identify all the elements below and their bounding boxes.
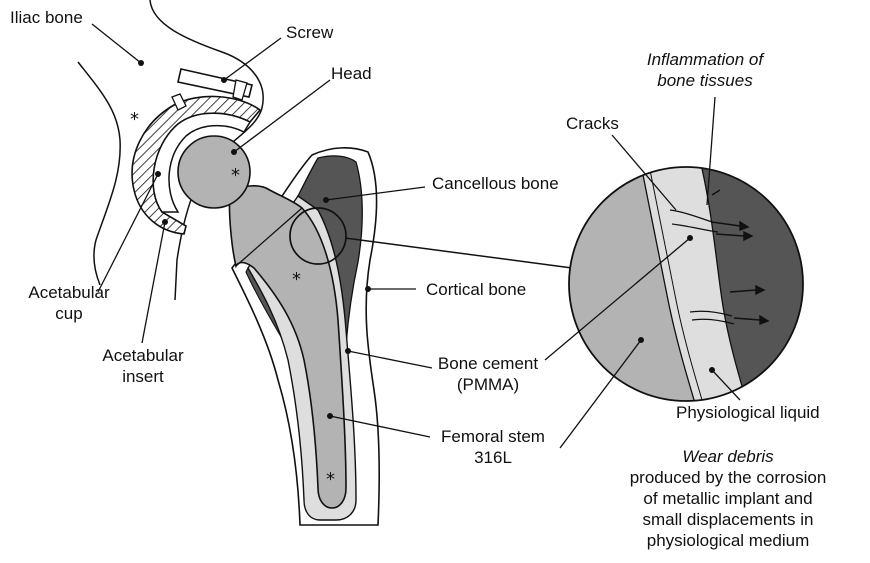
label-wear-debris-line2: of metallic implant and xyxy=(612,488,844,509)
label-wear-debris-line3: small displacements in xyxy=(612,509,844,530)
label-wear-debris: Wear debris produced by the corrosion of… xyxy=(612,446,844,551)
label-acetabular-cup-line2: cup xyxy=(14,303,124,324)
magnifier-connector-top xyxy=(345,238,572,268)
star-marker-iliac: * xyxy=(130,109,139,130)
label-inflammation: Inflammation of bone tissues xyxy=(630,49,780,91)
label-bone-cement-line1: Bone cement xyxy=(432,353,544,374)
label-inflammation-line2: bone tissues xyxy=(630,70,780,91)
magnified-view xyxy=(560,160,840,420)
label-acetabular-insert-line1: Acetabular xyxy=(88,345,198,366)
label-cancellous-bone: Cancellous bone xyxy=(432,173,559,194)
label-wear-debris-line4: physiological medium xyxy=(612,530,844,551)
label-wear-debris-title: Wear debris xyxy=(612,446,844,467)
screw xyxy=(178,69,252,100)
star-marker-stem-tip: * xyxy=(326,469,335,490)
star-marker-head: * xyxy=(231,165,240,186)
label-femoral-stem: Femoral stem 316L xyxy=(434,426,552,468)
label-iliac-bone: Iliac bone xyxy=(10,7,83,28)
label-cortical-bone: Cortical bone xyxy=(426,279,526,300)
label-acetabular-insert: Acetabular insert xyxy=(88,345,198,387)
label-femoral-stem-line1: Femoral stem xyxy=(434,426,552,447)
label-femoral-stem-line2: 316L xyxy=(434,447,552,468)
label-acetabular-cup-line1: Acetabular xyxy=(14,282,124,303)
star-marker-stem: * xyxy=(292,269,301,290)
label-inflammation-line1: Inflammation of xyxy=(630,49,780,70)
label-bone-cement-line2: (PMMA) xyxy=(432,374,544,395)
label-cracks: Cracks xyxy=(566,113,619,134)
label-physiological-liquid: Physiological liquid xyxy=(676,402,820,423)
label-acetabular-insert-line2: insert xyxy=(88,366,198,387)
label-head: Head xyxy=(331,63,372,84)
label-bone-cement: Bone cement (PMMA) xyxy=(432,353,544,395)
label-screw: Screw xyxy=(286,22,333,43)
label-acetabular-cup: Acetabular cup xyxy=(14,282,124,324)
label-wear-debris-line1: produced by the corrosion xyxy=(612,467,844,488)
